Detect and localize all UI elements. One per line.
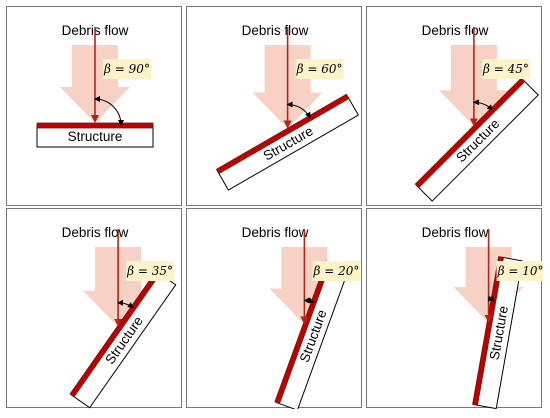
angle-arc xyxy=(286,101,311,119)
angle-arc xyxy=(472,99,493,111)
beta-angle-label: β = 60° xyxy=(296,62,343,76)
structure-surface xyxy=(472,256,504,406)
beta-angle-label: β = 90° xyxy=(103,62,150,76)
beta-angle-label: β = 35° xyxy=(126,264,173,278)
structure: Structure xyxy=(36,122,154,148)
beta-label-box xyxy=(496,261,543,281)
debris-flow-label: Debris flow xyxy=(242,23,309,38)
structure: Structure xyxy=(472,256,523,409)
beta-angle-label: β = 10° xyxy=(497,264,543,278)
beta-angle-label: β = 20° xyxy=(312,264,359,278)
beta-label-box xyxy=(481,59,530,79)
structure-surface xyxy=(414,77,526,189)
beta-label-box xyxy=(103,59,151,79)
beta-angle-label: β = 45° xyxy=(482,62,529,76)
debris-flow-label: Debris flow xyxy=(422,23,489,38)
beta-label-box xyxy=(312,261,361,281)
structure-surface xyxy=(36,122,154,129)
beta-label-box xyxy=(126,261,175,281)
debris-flow-label: Debris flow xyxy=(242,225,309,240)
structure-label: Structure xyxy=(68,129,123,144)
beta-label-box xyxy=(295,59,344,79)
angle-arc xyxy=(303,297,315,304)
debris-flow-label: Debris flow xyxy=(422,225,489,240)
structure-surface xyxy=(215,93,350,175)
angle-arc xyxy=(94,96,124,126)
angle-arc xyxy=(117,299,134,309)
debris-flow-label: Debris flow xyxy=(62,225,129,240)
